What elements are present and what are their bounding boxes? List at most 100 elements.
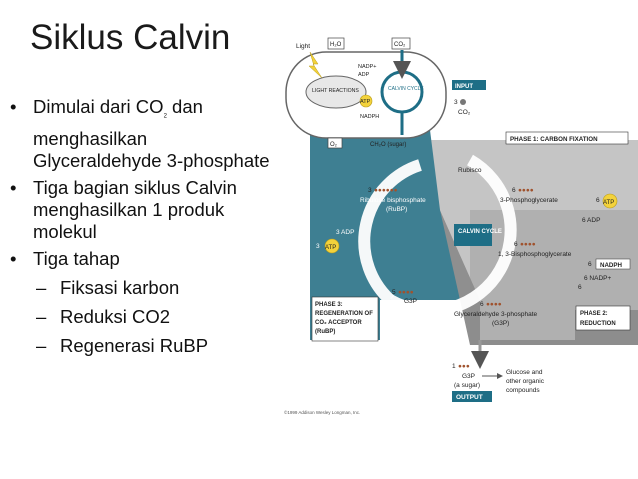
input-co2: CO₂ [458,109,471,116]
co2-top-box [391,37,411,50]
six-nadp-label: 6 NADP+ [584,275,611,282]
calvin-cycle-small-label: CALVIN CYCLE [388,86,424,92]
three-atp-count: 3 [316,243,320,250]
bullet-item: • Tiga bagian siklus Calvin menghasilkan… [8,177,273,243]
pga-dots-icon: ●●●● [518,187,534,194]
light-label: Light [296,43,310,50]
light-reactions-bubble [305,75,367,109]
atp-small-label: ATP [360,99,371,105]
o2-box [327,137,343,149]
sub-item: – Regenerasi RuBP [8,335,273,357]
rubisco-label: Rubisco [458,167,482,174]
five-count: 5 [392,289,396,296]
three-adp-label: 3 ADP [336,229,354,236]
ribulose-count: 3 [368,187,372,194]
nadp-label: NADP+ [358,64,377,70]
phase1-label: PHASE 1: CARBON FIXATION [510,136,598,143]
sub-item: – Fiksasi karbon [8,277,273,299]
slide-title: Siklus Calvin [30,18,231,57]
ch2o-label: CH₂O (sugar) [370,142,406,148]
phase3-label: PHASE 3: [315,302,343,308]
glucose-label-line3: compounds [506,387,540,394]
phase2-label-line2: REDUCTION [580,321,616,327]
calvin-center-box [454,224,492,246]
bullet-dot-icon: • [10,247,17,269]
input-box [452,80,486,90]
phase3-label-line3: CO₂ ACCEPTOR [315,320,362,326]
h2o-label: H₂O [330,42,342,48]
ribulose-dots-icon: ●●●●●● [374,187,398,194]
ribulose-abbr: (RuBP) [386,206,407,213]
phase3-label-line2: REGENERATION OF [315,311,373,317]
phase2-box [575,305,631,331]
six-pi-count: 6 [578,284,582,291]
light-bolt-icon [308,51,323,79]
input-count: 3 [454,99,458,106]
co2-top-label: CO₂ [394,42,406,48]
sub-item-text: Fiksasi karbon [60,276,180,298]
out-sugar: (a sugar) [454,382,480,389]
sub-item: – Reduksi CO2 [8,306,273,328]
six-nadph-count: 6 [588,261,592,268]
phase3-panel [310,130,470,340]
copyright: ©1999 Addison Wesley Longman, Inc. [284,409,360,415]
calvin-cycle-bubble [380,70,424,114]
output-box [452,391,492,402]
atp-burst-icon [359,94,373,108]
bullet-text: Tiga bagian siklus Calvin menghasilkan 1… [33,176,237,242]
cycle-arrow-return [358,159,422,305]
bpg-label: 1, 3-Bisphosphoglycerate [498,251,572,258]
bpg-dots-icon: ●●●● [520,241,536,248]
glucose-label-line2: other organic [506,378,545,385]
phase3-label-line4: (RuBP) [315,329,335,335]
five-dots-icon: ●●●● [398,289,414,296]
subscript: 2 [163,113,167,120]
bullet-text: Tiga tahap [33,247,120,269]
nadph-small-label: NADPH [360,114,379,120]
nadph-label: NADPH [600,262,623,269]
g3p-abbr-label: (G3P) [492,320,509,327]
out-dots-icon: ●●● [458,363,470,370]
six-atp-count: 6 [596,197,600,204]
input-label: INPUT [455,84,473,90]
bullet-item: • Dimulai dari CO2 dan menghasilkan Glyc… [8,96,273,172]
calvin-center-label: CALVIN CYCLE [458,229,502,235]
sub-item-text: Reduksi CO2 [60,305,171,327]
output-label: OUTPUT [456,394,483,401]
phase1-box [505,131,629,145]
nadph-box [595,258,631,270]
bullet-text-continued: dan menghasilkan Glyceraldehyde 3-phosph… [33,96,270,171]
pga-count: 6 [512,187,516,194]
bullet-dot-icon: • [10,96,17,117]
six-adp-label: 6 ADP [582,217,600,224]
sub-item-text: Regenerasi RuBP [60,334,209,356]
pga-label: 3-Phosphoglycerate [500,197,558,204]
adp-label: ADP [358,72,370,78]
atp-label: ATP [325,245,336,251]
bullet-dot-icon: • [10,176,17,198]
atp-label: ATP [603,200,614,206]
light-reactions-label: LIGHT REACTIONS [312,88,359,94]
o2-label: O₂ [330,142,338,148]
atp-burst-icon [324,238,340,254]
bullet-text: Dimulai dari CO [33,96,164,117]
g3p-full-label: Glyceraldehyde 3-phosphate [454,311,537,318]
bpg-count: 6 [514,241,518,248]
g3p-dots-icon: ●●●● [486,301,502,308]
phase3-box [311,296,379,342]
carbon-dot-icon [460,99,466,105]
dash-icon: – [36,305,47,327]
h2o-box [327,37,345,50]
dash-icon: – [36,334,47,356]
out-g3p: G3P [462,373,475,380]
bullet-list: • Dimulai dari CO2 dan menghasilkan Glyc… [8,96,273,361]
cycle-arrow [387,154,517,317]
atp-burst-icon [602,193,618,209]
out-count: 1 [452,363,456,370]
g3p-label: G3P [404,298,417,305]
bullet-item: • Tiga tahap [8,248,273,270]
glucose-label: Glucose and [506,369,543,376]
ribulose-label: Ribulose bisphosphate [360,197,426,204]
g3p-count: 6 [480,301,484,308]
